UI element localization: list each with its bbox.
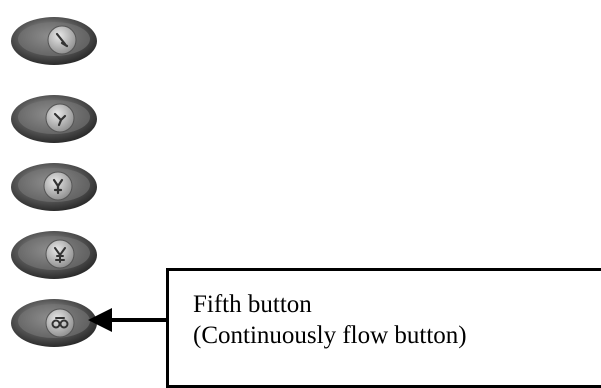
grass-icon (54, 247, 66, 263)
fourth-button[interactable] (10, 228, 98, 280)
second-button[interactable] (10, 92, 98, 144)
fifth-button[interactable] (10, 296, 98, 348)
leaf-icon (53, 112, 67, 127)
first-button[interactable] (10, 14, 98, 66)
callout-subtitle: (Continuously flow button) (193, 322, 467, 349)
callout-arrow (88, 308, 170, 332)
plant-icon (52, 178, 64, 195)
spray-nozzle-icon (55, 32, 69, 48)
callout-title: Fifth button (193, 291, 312, 318)
continuous-flow-icon (51, 317, 69, 329)
third-button[interactable] (10, 160, 98, 212)
callout-box: Fifth button (Continuously flow button) (166, 268, 601, 388)
callout-text: Fifth button (Continuously flow button) (193, 289, 467, 351)
